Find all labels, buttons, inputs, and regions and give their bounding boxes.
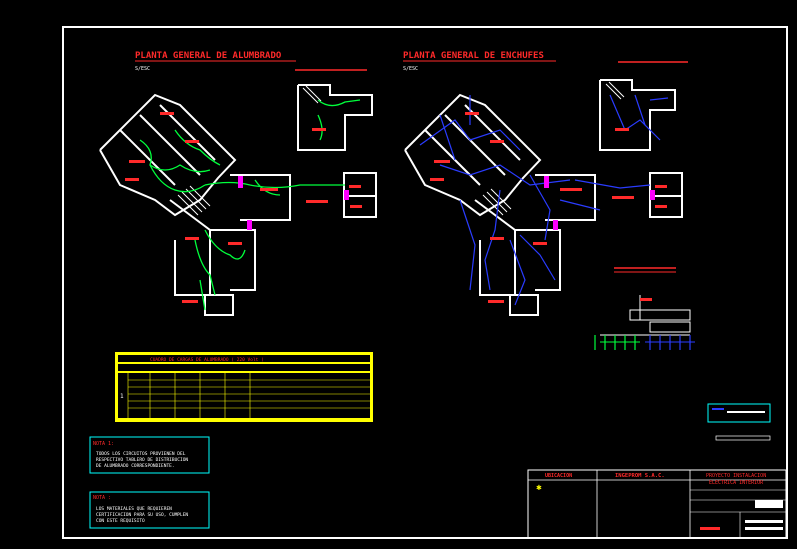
note-1-line-1: TODOS LOS CIRCUITOS PROVIENEN DEL [96,451,186,457]
lighting-plan-title: PLANTA GENERAL DE ALUMBRADO [135,51,282,61]
note-2-heading: NOTA : [93,495,111,501]
lighting-plan-scale: S/ESC [135,66,150,72]
project-line-2: ELECTRICA INTERIOR [709,480,764,486]
note-2-line-1: LOS MATERIALES QUE REQUIEREN [96,506,172,512]
note-1: NOTA 1: TODOS LOS CIRCUITOS PROVIENEN DE… [89,436,210,474]
outlets-plan: PLANTA GENERAL DE ENCHUFES S/ESC [403,51,688,316]
note-1-line-3: DE ALUMBRADO CORRESPONDIENTE. [96,463,175,469]
outlets-plan-title: PLANTA GENERAL DE ENCHUFES [403,51,544,61]
north-arrow-icon: ✱ [536,484,542,492]
load-table: CUADRO DE CARGAS DE ALUMBRADO ( 220 Volt… [115,352,373,422]
circuit-number: 1 [120,393,124,400]
note-1-line-2: RESPECTIVO TABLERO DE DISTRIBUCION [96,457,188,463]
single-line-diagram [594,267,695,350]
project-line-1: PROYECTO INSTALACION [706,473,766,479]
note-2-line-3: CON ESTE REQUISITO [96,518,145,524]
lighting-plan: PLANTA GENERAL DE ALUMBRADO S/ESC [99,51,377,316]
outlets-plan-scale: S/ESC [403,66,418,72]
note-2-line-2: CERTIFICACION PARA SU USO, CUMPLEN [96,512,188,518]
location-header: UBICACION [545,473,572,479]
load-table-title: CUADRO DE CARGAS DE ALUMBRADO ( 220 Volt… [150,357,264,363]
company-name: INGEPROM S.A.C. [615,473,665,479]
title-block: UBICACION INGEPROM S.A.C. PROYECTO INSTA… [527,469,787,539]
drawing-frame [62,26,788,539]
symbol-legend [707,403,771,441]
note-2: NOTA : LOS MATERIALES QUE REQUIEREN CERT… [89,491,210,529]
note-1-heading: NOTA 1: [93,441,114,447]
